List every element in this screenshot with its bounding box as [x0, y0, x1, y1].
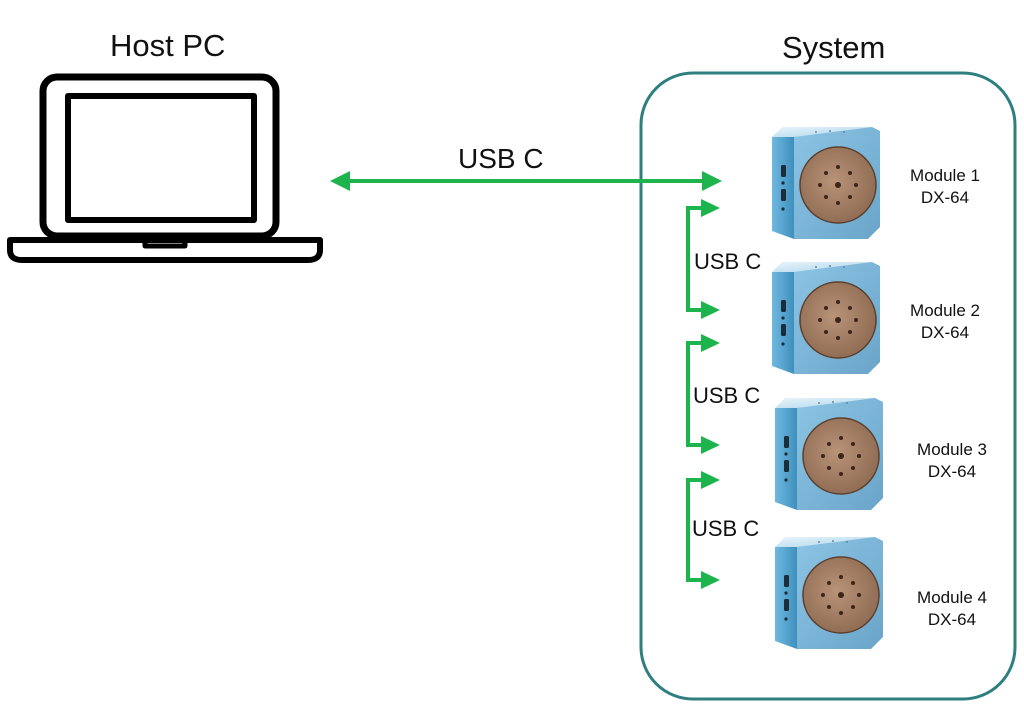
module-4-model: DX-64	[927, 610, 977, 629]
module-1-name: Module 1	[910, 166, 980, 185]
module-2-name: Module 2	[910, 301, 980, 320]
link-3-4-arrow	[686, 471, 720, 589]
link-2-3-label: USB C	[693, 383, 761, 408]
link-1-2-label: USB C	[694, 249, 762, 274]
module-3-model: DX-64	[927, 462, 977, 481]
host-usb-arrow	[330, 171, 722, 191]
laptop-icon	[7, 73, 323, 263]
host-usb-label: USB C	[458, 143, 544, 174]
module-4-label: Module 4 DX-64	[910, 587, 994, 631]
module-3-device	[774, 397, 884, 511]
module-1-device	[771, 126, 881, 240]
module-3-label: Module 3 DX-64	[910, 439, 994, 483]
system-title: System	[782, 30, 886, 65]
module-4-device	[774, 536, 884, 650]
link-3-4-label: USB C	[692, 516, 760, 541]
module-2-model: DX-64	[920, 323, 970, 342]
module-2-label: Module 2 DX-64	[903, 300, 987, 344]
module-1-model: DX-64	[920, 188, 970, 207]
host-pc-title: Host PC	[110, 28, 226, 63]
module-1-label: Module 1 DX-64	[903, 165, 987, 209]
system-boundary	[639, 71, 1017, 701]
link-1-2-arrow	[686, 199, 720, 319]
module-2-device	[771, 261, 881, 375]
module-3-name: Module 3	[917, 440, 987, 459]
link-2-3-arrow	[686, 334, 720, 454]
module-4-name: Module 4	[917, 588, 987, 607]
